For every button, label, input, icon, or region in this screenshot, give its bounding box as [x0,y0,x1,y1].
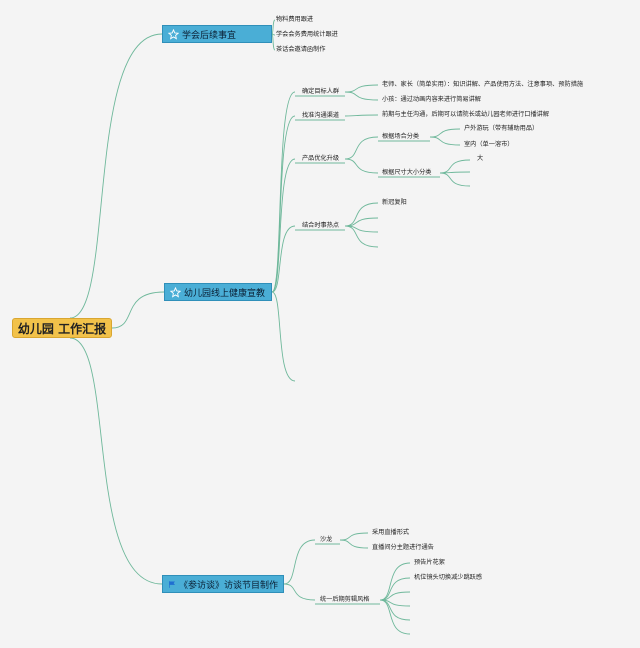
branch-online-label: 幼儿园线上健康宣教 [184,288,266,299]
hot-item-link [344,202,379,227]
root-to-online [111,291,165,329]
edit-item: 机位镜头切换减少跳跃感 [414,574,483,581]
xuehui-item: 茶话会邀请函制作 [276,46,326,53]
hot-item: 新冠复阳 [382,199,407,206]
scene-item-link [429,128,461,138]
online-empty-link [271,291,296,382]
edit-item-link [379,599,411,621]
salon-item-link [339,532,369,541]
size-item-link [439,159,471,174]
edit-item-link [379,562,411,601]
scene-item-link [429,136,461,146]
online-product-node[interactable]: 产品优化升级 [302,155,340,162]
product-size-link [344,158,379,174]
interview-edit-node[interactable]: 统一后期剪辑风格 [320,596,370,603]
target-item-link [344,84,379,93]
online-target-item: 小孩：通过动画内容来进行简易讲解 [382,96,481,103]
star-outline-icon [170,286,181,298]
hot-item-link [344,225,379,248]
edit-item-link [379,599,411,635]
size-item-link [439,172,471,187]
online-channel-note: 前期与主任沟通，后期可以请院长或幼儿园老师进行口播讲解 [382,111,550,118]
xuehui-link [271,33,276,51]
online-channel-node[interactable]: 找准沟通渠道 [302,112,340,119]
online-target-node[interactable]: 确定目标人群 [302,88,340,95]
target-item-link [344,91,379,101]
online-hot-node[interactable]: 结合时事热点 [302,222,340,229]
salon-item: 直播间分主题进行通告 [372,544,434,551]
xuehui-link [271,19,276,35]
branch-xuehui-label: 学会后续事宜 [182,30,237,41]
xuehui-item: 学会会务费用统计跟进 [276,31,338,38]
online-product-link [271,158,296,293]
online-channel-link [271,115,296,293]
salon-item-link [339,539,369,549]
edit-item-link [379,577,411,601]
product-scene-link [344,136,379,160]
xuehui-item: 物料费用跟进 [276,16,314,23]
flag-icon [168,580,175,588]
channel-note-link [344,114,379,117]
online-hot-link [271,225,296,293]
branch-online[interactable]: 幼儿园线上健康宣教 [164,283,272,301]
product-size-node[interactable]: 根据尺寸大小分类 [382,169,432,176]
branch-xuehui[interactable]: 学会后续事宜 [162,25,272,43]
branch-interview-label: 《参访谈》访谈节目制作 [178,580,278,591]
interview-salon-link [283,539,316,585]
product-scene-item: 户外游玩（带有辅助用品） [464,125,539,132]
product-scene-item: 室内（单一溶市） [464,141,514,148]
interview-salon-node[interactable]: 沙龙 [320,536,333,543]
product-size-item: 大 [477,155,484,162]
root-to-xuehui [69,33,163,319]
root-node[interactable]: 幼儿园 工作汇报 [12,318,112,338]
salon-item: 采用直播形式 [372,529,410,536]
interview-edit-link [283,583,316,601]
edit-item: 预告片花絮 [414,559,445,566]
product-scene-node[interactable]: 根据场合分类 [382,133,420,140]
online-target-item: 老师、家长（简单实用）：知识讲解、产品使用方法、注意事项、预防措施 [382,81,584,88]
star-outline-icon [168,28,179,40]
root-to-interview [69,337,163,585]
branch-interview[interactable]: 《参访谈》访谈节目制作 [162,575,284,593]
